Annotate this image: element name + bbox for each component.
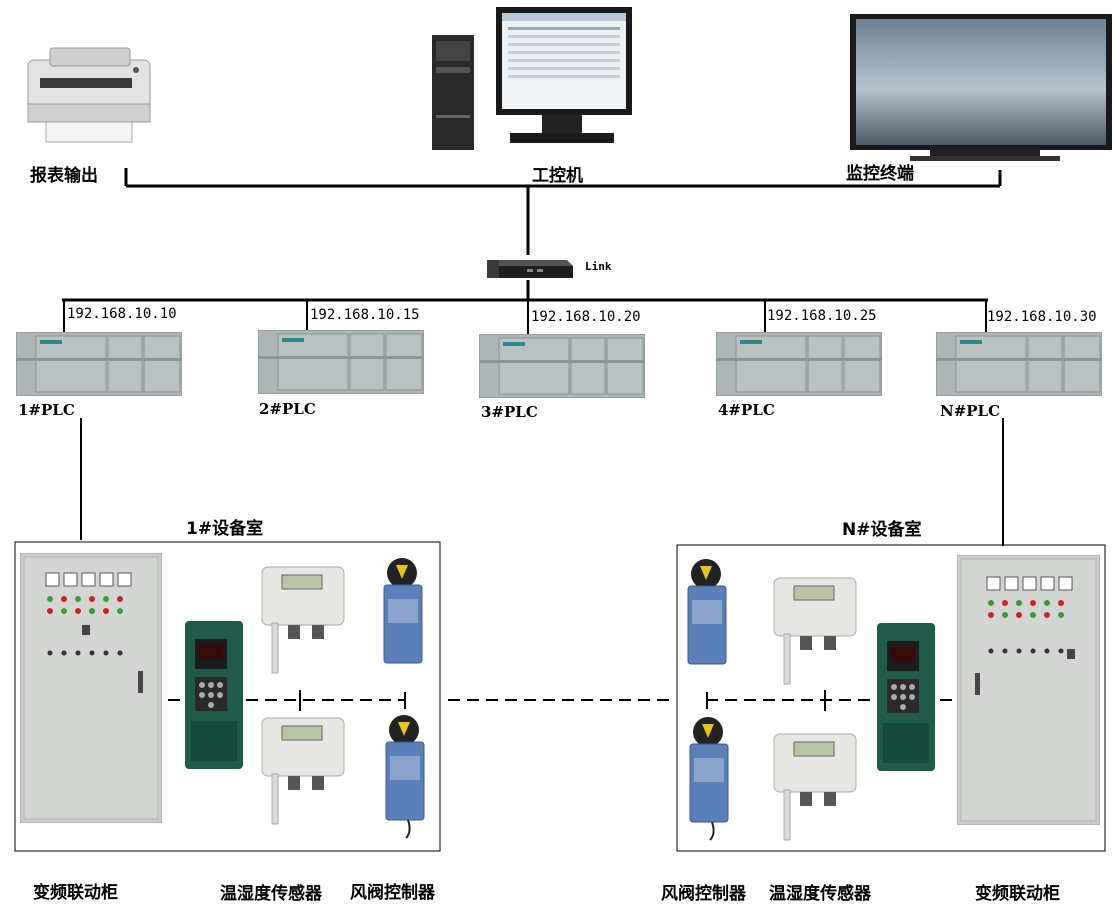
left-cabinet-label: 变频联动柜 [33, 883, 118, 903]
plc-icon [935, 331, 1103, 397]
right-room-title: N#设备室 [842, 520, 922, 540]
monitor-label: 监控终端 [846, 164, 914, 184]
plc-ip: 192.168.10.10 [67, 306, 177, 322]
printer-icon [27, 47, 151, 143]
damper-actuator [378, 712, 432, 840]
plc-icon [478, 333, 646, 399]
plc-module [478, 333, 646, 399]
vfd-cabinet [956, 554, 1101, 826]
plc-ip: 192.168.10.20 [531, 309, 641, 325]
actuator-icon [385, 715, 425, 839]
left-valve-label: 风阀控制器 [350, 883, 435, 903]
left-room-title: 1#设备室 [186, 519, 264, 539]
plc-name: N#PLC [940, 402, 1001, 420]
printer-label: 报表输出 [30, 166, 98, 186]
right-sensor-label: 温湿度传感器 [769, 884, 871, 904]
plc-module [935, 331, 1103, 397]
right-room-frame [676, 544, 1106, 852]
plc-icon [257, 329, 425, 395]
actuator-icon [687, 559, 727, 665]
inverter [877, 623, 935, 771]
sensor-icon [773, 733, 857, 841]
damper-actuator [682, 714, 736, 842]
plc-icon [715, 331, 883, 397]
sensor-icon [773, 577, 857, 685]
switch-label: Link [585, 260, 612, 273]
damper-actuator [680, 556, 734, 671]
humidity-sensor [770, 576, 860, 686]
plc-ip: 192.168.10.15 [310, 307, 420, 323]
inverter-icon [877, 623, 935, 771]
right-cabinet-label: 变频联动柜 [975, 884, 1060, 904]
switch-icon [487, 260, 573, 278]
printer [20, 40, 155, 150]
inverter-icon [185, 621, 243, 769]
plc-ip: 192.168.10.25 [767, 308, 877, 324]
plc-ip: 192.168.10.30 [987, 309, 1097, 325]
left-room-frame [14, 541, 441, 852]
computer-icon [432, 7, 632, 150]
actuator-icon [383, 558, 423, 664]
humidity-sensor [770, 732, 860, 842]
plc-module [15, 331, 183, 397]
monitor-terminal [850, 14, 1112, 164]
plc-name: 2#PLC [259, 400, 316, 418]
plc-module [715, 331, 883, 397]
vfd-cabinet [19, 552, 163, 824]
plc-name: 1#PLC [18, 401, 75, 419]
plc-module [257, 329, 425, 395]
plc-icon [15, 331, 183, 397]
plc-name: 3#PLC [481, 403, 538, 421]
cabinet-icon [19, 552, 163, 824]
cabinet-icon [956, 554, 1101, 826]
sensor-icon [261, 717, 345, 825]
damper-actuator [376, 555, 430, 670]
monitor-icon [850, 14, 1112, 161]
humidity-sensor [258, 565, 348, 675]
actuator-icon [689, 717, 729, 841]
humidity-sensor [258, 716, 348, 826]
sensor-icon [261, 566, 345, 674]
industrial-pc [430, 5, 635, 150]
left-sensor-label: 温湿度传感器 [220, 884, 322, 904]
inverter [185, 621, 243, 769]
ipc-label: 工控机 [532, 166, 583, 186]
network-switch [487, 254, 573, 280]
right-valve-label: 风阀控制器 [661, 884, 746, 904]
plc-name: 4#PLC [718, 401, 775, 419]
